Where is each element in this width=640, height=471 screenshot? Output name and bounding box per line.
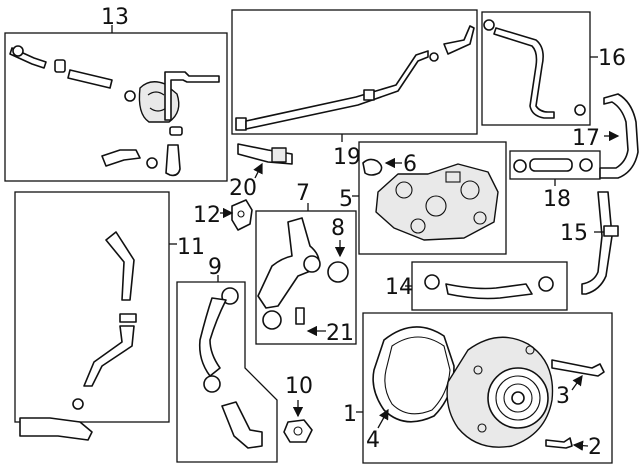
tube-icon [529,158,573,172]
clamp-icon-16b [574,104,586,116]
clamp-icon-9b [203,375,221,393]
outlet-port-icon [303,255,321,273]
o-ring-icon-8 [327,261,349,283]
group-11-box [14,191,170,423]
callout-16: 16 [598,46,626,71]
coolant-hose-icon [493,27,555,119]
upper-pipe-icon [105,231,135,301]
group-9-hose: 9 [176,255,278,463]
clamp-icon-14a [424,274,440,290]
group-5-box [358,141,507,255]
group-13-box [4,32,228,182]
pipe-end-icon [235,117,247,131]
clamp-icon-3 [169,126,183,136]
group-19-box [231,9,478,135]
thermostat-housing-icon [138,81,180,123]
tube-fitting-icon [9,45,47,69]
clamp-icon-11a [119,313,137,323]
group-1-water-pump: 1 2 3 4 [343,312,613,464]
callout-18: 18 [543,187,571,212]
callout-13: 13 [101,5,129,30]
part-12-bracket: 12 [193,199,253,231]
outlet-flange-icon [262,310,282,330]
clamp-icon-16a [483,19,495,31]
callout-14: 14 [385,275,413,300]
group-11-pipe-assembly: 11 [14,191,205,441]
bracket-icon [363,89,375,101]
callout-4: 4 [366,428,380,453]
part-15-hose: 15 [560,191,619,295]
callout-5: 5 [339,187,353,212]
temp-sensor-icon [295,307,305,325]
mid-pipe-icon [83,325,135,387]
group-19-bypass-pipe: 19 [231,9,478,170]
clamp-icon-18b [579,158,593,172]
part-17-pipe: 17 [572,93,639,179]
group-7-outlet: 7 8 21 [255,181,357,346]
clamp-icon-11b [72,398,84,410]
sensor-body-icon [271,147,287,163]
gasket-icon [362,158,383,176]
part-20-sensor: 20 [229,143,293,201]
pipe-icon [164,71,220,121]
callout-12: 12 [193,203,221,228]
clamp-icon-18a [513,159,527,173]
group-9-box [176,281,278,463]
gasket-icon-10 [283,419,313,443]
group-13-coolant-tubes: 13 [4,5,228,182]
clamp-icon [54,59,66,73]
bracket-icon-12 [231,199,253,231]
group-16-box [481,11,591,126]
callout-20: 20 [229,176,257,201]
group-5-thermostat-housing: 5 6 [339,141,507,255]
callout-15: 15 [560,221,588,246]
elbow-hose-icon [101,149,141,167]
callout-17: 17 [572,126,600,151]
callout-3: 3 [556,384,570,409]
callout-8: 8 [331,216,345,241]
callout-7: 7 [296,181,310,206]
callout-2: 2 [588,435,602,460]
short-bolt-icon [545,437,573,449]
water-pump-icon [446,336,554,448]
radiator-hose-icon [198,297,227,377]
callout-6: 6 [403,152,417,177]
group-14-hose: 14 [385,261,568,311]
part-10-gasket: 10 [283,374,313,443]
callout-9: 9 [208,255,222,280]
pump-gasket-icon [372,326,455,423]
water-outlet-icon [257,217,320,309]
o-ring-icon [429,52,439,62]
coolant-pipe-icon [599,93,639,179]
heater-hose-icon [445,283,533,300]
lower-hose-icon [581,191,613,295]
clamp-icon-14b [538,276,554,292]
group-7-box [255,210,357,345]
group-16-hose: 16 [481,11,626,126]
hose-icon [67,69,113,89]
group-1-box [362,312,613,464]
housing-assembly-icon [375,163,499,241]
callout-11: 11 [177,235,205,260]
callout-1: 1 [343,402,357,427]
bypass-pipe-icon [245,50,429,130]
callout-21: 21 [326,321,354,346]
clamp-icon-2 [124,90,136,102]
clamp-icon-4 [146,157,158,169]
lower-pipe-icon [19,417,93,441]
clamp-icon-15 [603,225,619,237]
inlet-fitting-icon [221,401,263,449]
elbow-fitting-icon [443,25,475,55]
callout-10: 10 [285,374,313,399]
pump-bolt-icon [551,359,605,377]
callout-19: 19 [333,145,361,170]
group-18-tube: 18 [509,150,601,212]
tube-end-icon [165,144,181,177]
